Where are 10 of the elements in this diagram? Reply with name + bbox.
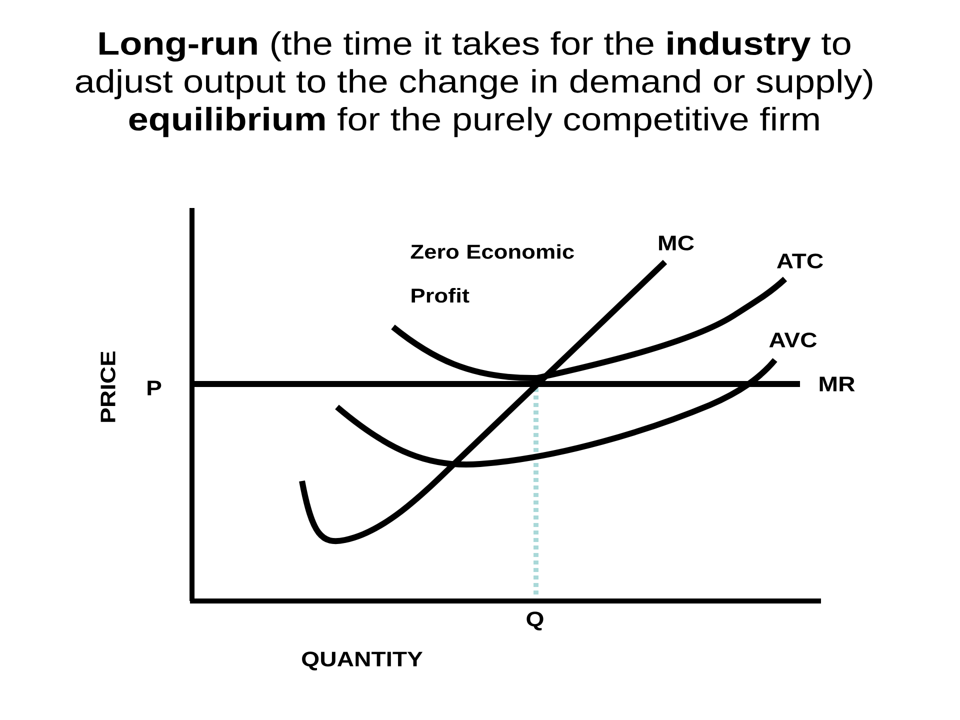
axis-title: QUANTITY	[302, 652, 423, 670]
axis-value-label: P	[148, 380, 162, 396]
annotation: Zero Economic Profit	[410, 244, 574, 303]
curve-label: MC	[659, 236, 694, 250]
title: Long-run (the time it takes for the industry to adjust output to the change in demand or supply) equilibrium for the purely competitive firm	[76, 31, 872, 138]
axis-value-label: Q	[526, 612, 544, 630]
axis-title: PRICE	[100, 352, 116, 422]
curve-label: ATC	[776, 254, 823, 268]
curve-label: AVC	[769, 332, 817, 348]
curve-label: MR	[820, 376, 855, 392]
